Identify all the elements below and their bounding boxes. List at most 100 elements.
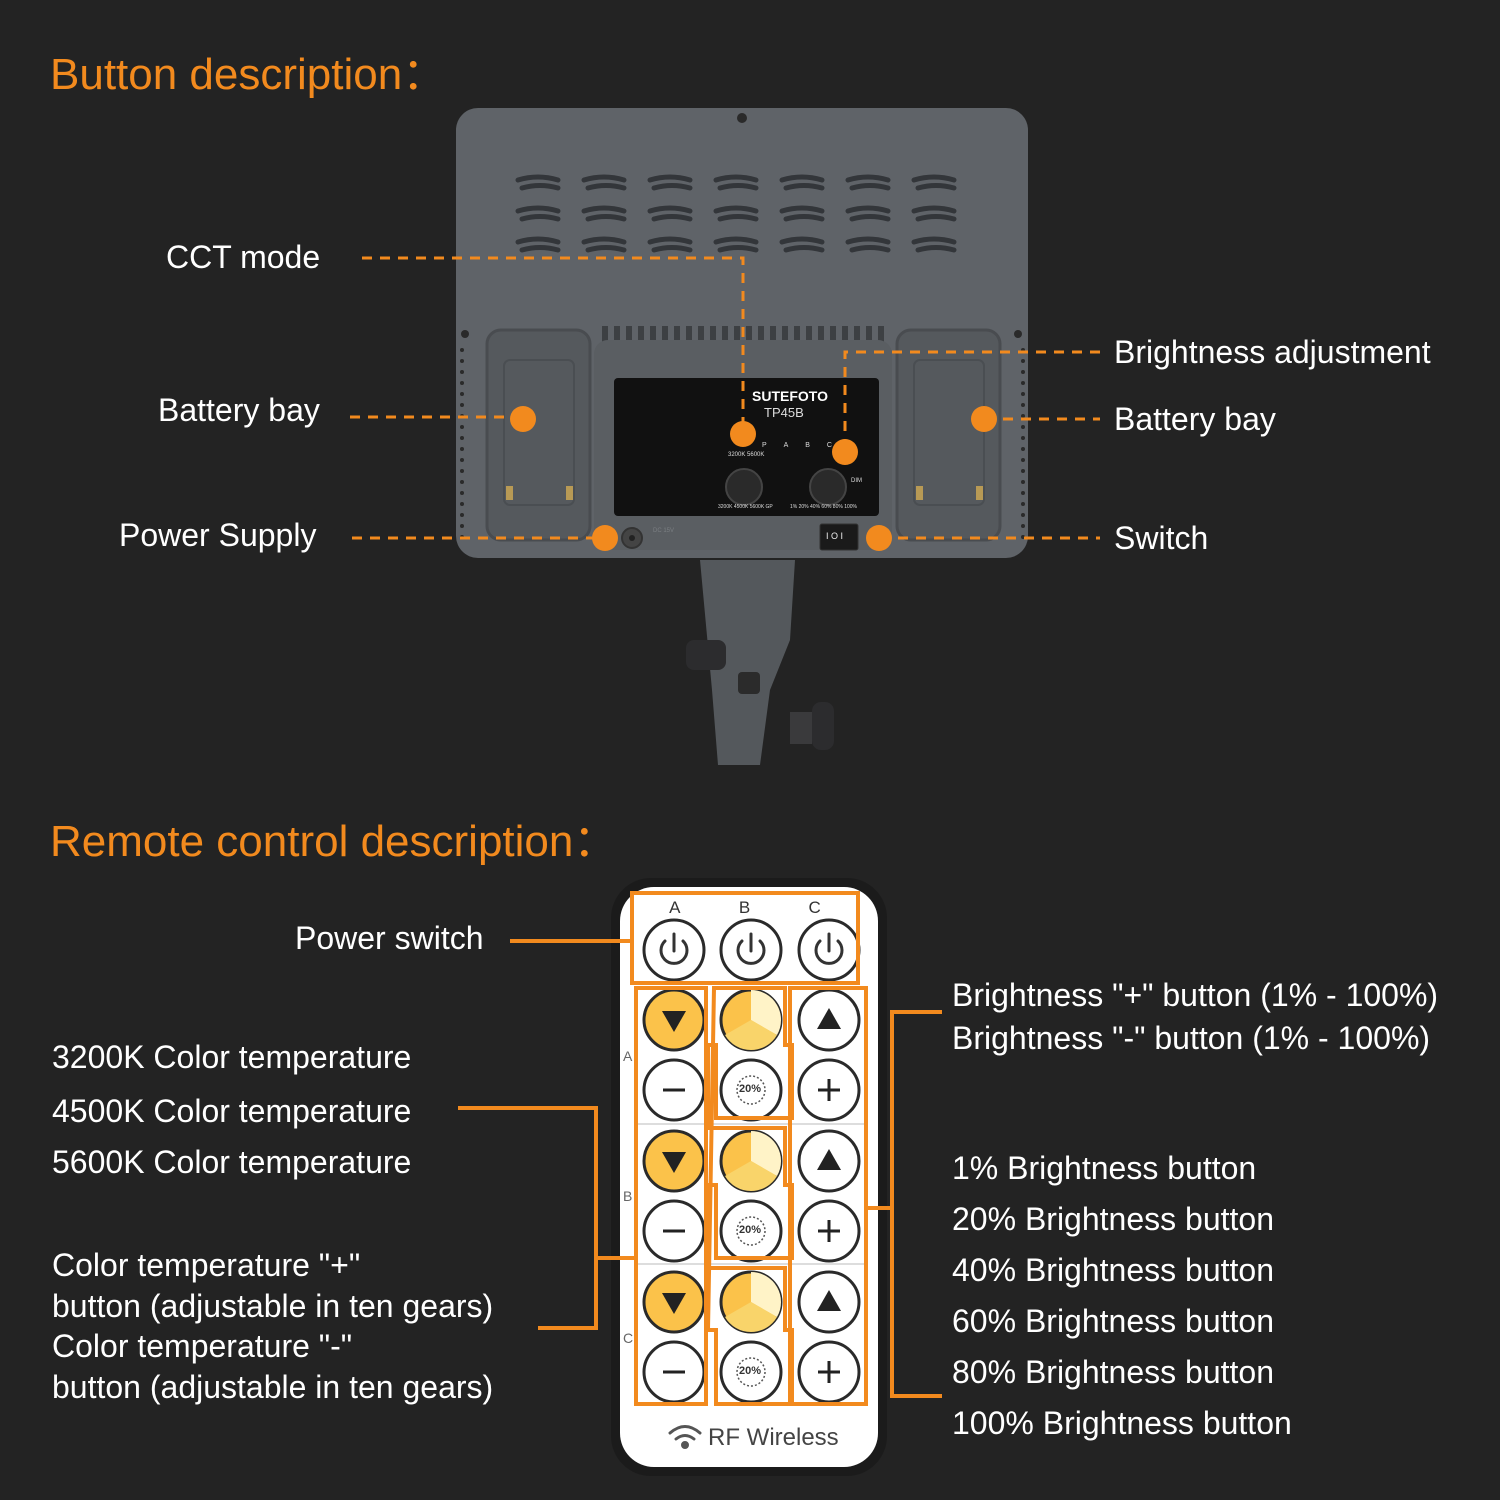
rib xyxy=(650,326,656,344)
edge-dot xyxy=(460,392,464,396)
channel-letter-c: C xyxy=(808,898,821,917)
vent-slot xyxy=(581,236,627,253)
cct-bottom-label: 3200K 4500K 5600K GP xyxy=(718,504,773,510)
rib xyxy=(794,326,800,344)
rib xyxy=(626,326,632,344)
label-brightness-plus: Brightness "+" button (1% - 100%) xyxy=(952,977,1439,1013)
vent-slot xyxy=(581,205,627,222)
rib xyxy=(698,326,704,344)
rib xyxy=(758,326,764,344)
rib xyxy=(734,326,740,344)
edge-dot xyxy=(1021,414,1025,418)
edge-dot xyxy=(460,381,464,385)
mode-letter: B xyxy=(805,442,810,449)
label-ct-minus-2: button (adjustable in ten gears) xyxy=(52,1369,494,1405)
wifi-icon xyxy=(668,1425,702,1449)
color-wheel-icon xyxy=(751,1272,782,1317)
marker-battery-right xyxy=(971,406,997,432)
vent-slot xyxy=(713,236,759,253)
edge-dot xyxy=(460,469,464,473)
marker-cct xyxy=(730,421,756,447)
vent-slot xyxy=(845,236,891,253)
edge-dot xyxy=(460,436,464,440)
edge-dot xyxy=(1021,469,1025,473)
label-power-switch: Power switch xyxy=(295,920,484,956)
rib xyxy=(866,326,872,344)
edge-dot xyxy=(1021,458,1025,462)
vent-slot xyxy=(911,236,957,253)
label-switch: Switch xyxy=(1114,520,1209,556)
label-ct-plus-1: Color temperature "+" xyxy=(52,1247,361,1283)
edge-dot xyxy=(1021,491,1025,495)
marker-brightness xyxy=(832,439,858,465)
side-letter-c: C xyxy=(623,1330,634,1346)
vent-slot xyxy=(515,205,561,222)
mode-letters: P A B C xyxy=(762,442,832,449)
edge-dot xyxy=(1021,480,1025,484)
marker-power-supply xyxy=(592,525,618,551)
vent-slot xyxy=(779,236,825,253)
vent-slot xyxy=(779,205,825,222)
edge-dot xyxy=(1021,502,1025,506)
label-20pct: 20% Brightness button xyxy=(952,1201,1274,1237)
cct-top-label: 3200K 5600K xyxy=(728,452,765,458)
preset-dial-icon xyxy=(736,1357,766,1387)
vent-slot xyxy=(515,236,561,253)
triangle-down-icon xyxy=(662,1293,686,1314)
triangle-up-icon xyxy=(817,1008,841,1029)
vent-slot xyxy=(515,174,561,191)
preset-label: 20% xyxy=(739,1083,762,1095)
preset-dial-icon xyxy=(736,1075,766,1105)
label-3200k: 3200K Color temperature xyxy=(52,1039,412,1075)
mode-letter: C xyxy=(826,442,832,449)
rib xyxy=(842,326,848,344)
edge-dot xyxy=(460,480,464,484)
rib xyxy=(782,326,788,344)
vent-slot xyxy=(845,174,891,191)
rib xyxy=(614,326,620,344)
edge-dot xyxy=(1021,381,1025,385)
triangle-down-icon xyxy=(662,1011,686,1032)
edge-dot xyxy=(460,403,464,407)
section-heading-button: Button description： xyxy=(50,50,447,99)
power-icon xyxy=(659,939,689,965)
mode-letter: A xyxy=(783,442,789,449)
marker-battery-left xyxy=(510,406,536,432)
preset-dial-icon xyxy=(736,1216,766,1246)
rib xyxy=(638,326,644,344)
marker-switch xyxy=(866,525,892,551)
label-60pct: 60% Brightness button xyxy=(952,1303,1274,1339)
edge-dot xyxy=(460,447,464,451)
vent-slot xyxy=(713,174,759,191)
preset-label: 20% xyxy=(739,1224,762,1236)
channel-letter-b: B xyxy=(738,898,751,917)
edge-dot xyxy=(1021,513,1025,517)
edge-dot xyxy=(460,370,464,374)
rib xyxy=(854,326,860,344)
vent-slot xyxy=(779,174,825,191)
edge-dot xyxy=(1021,436,1025,440)
label-ct-plus-2: button (adjustable in ten gears) xyxy=(52,1288,494,1324)
label-4500k: 4500K Color temperature xyxy=(52,1093,412,1129)
mode-letter: P xyxy=(762,442,767,449)
triangle-down-icon xyxy=(662,1152,686,1173)
group-power xyxy=(630,891,860,985)
edge-dot xyxy=(460,502,464,506)
preset-button xyxy=(719,1199,783,1263)
edge-dot xyxy=(1021,359,1025,363)
rib xyxy=(602,326,608,344)
edge-dot xyxy=(460,491,464,495)
side-letter-a: A xyxy=(623,1048,633,1064)
label-power-supply: Power Supply xyxy=(119,517,317,553)
switch-label: I O I xyxy=(826,531,844,541)
edge-dot xyxy=(460,348,464,352)
edge-dot xyxy=(460,513,464,517)
rib xyxy=(674,326,680,344)
rib xyxy=(746,326,752,344)
edge-dot xyxy=(1021,425,1025,429)
triangle-up-icon xyxy=(817,1290,841,1311)
vent-slot xyxy=(713,205,759,222)
label-1pct: 1% Brightness button xyxy=(952,1150,1257,1186)
section-heading-remote: Remote control description： xyxy=(50,817,618,866)
